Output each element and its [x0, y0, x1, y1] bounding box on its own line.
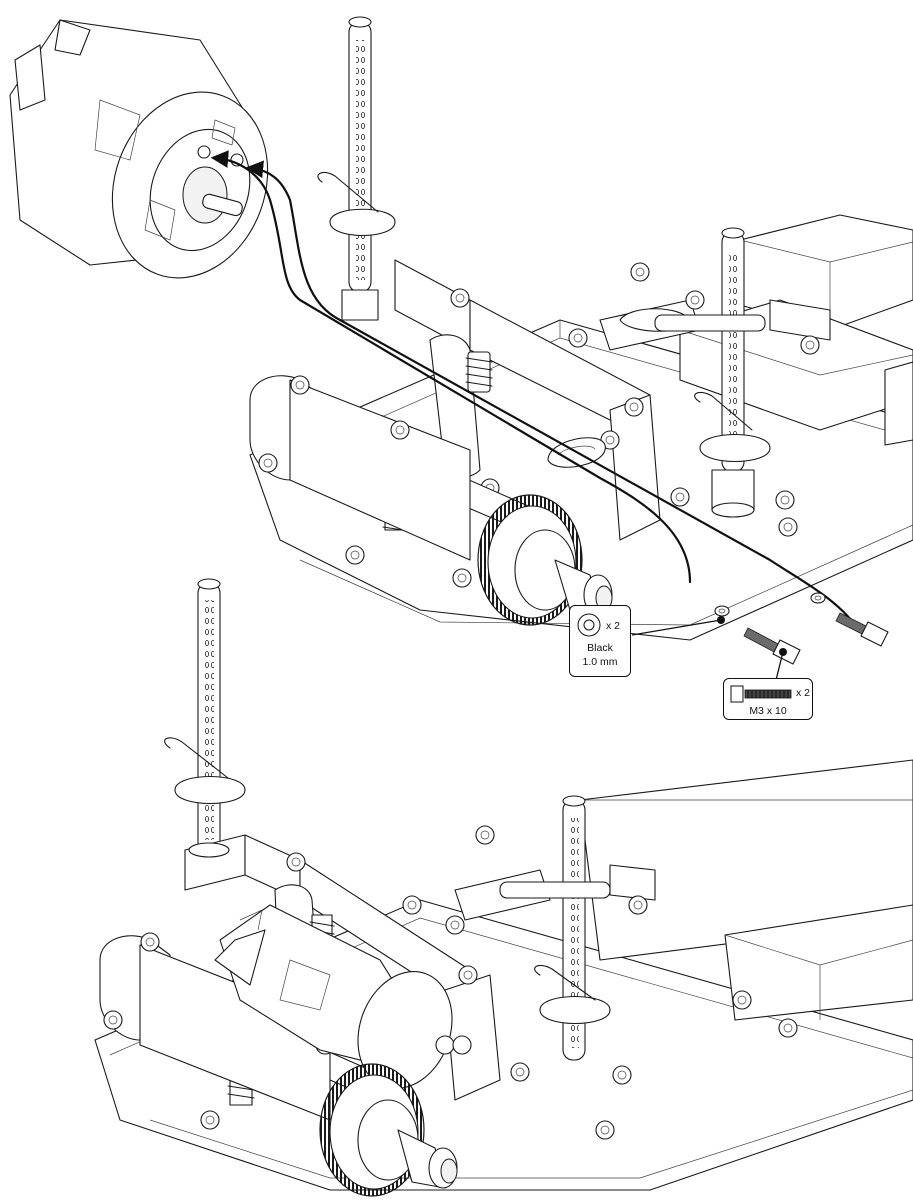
cap-screw-icon: [730, 684, 796, 704]
washer-thickness-label: 1.0 mm: [570, 656, 630, 668]
screw-size-label: M3 x 10: [724, 705, 812, 717]
body-post-front: [318, 17, 395, 320]
bottom-assembly-view: [95, 579, 913, 1196]
washer-quantity: x 2: [606, 620, 620, 632]
washer-color-label: Black: [570, 642, 630, 654]
washer-callout: x 2 Black 1.0 mm: [569, 605, 631, 677]
motor: [10, 20, 293, 300]
screw-quantity: x 2: [796, 687, 810, 699]
screw-callout: x 2 M3 x 10: [723, 678, 813, 720]
washer-icon: [575, 612, 605, 638]
top-assembly-view: [10, 17, 913, 680]
body-post-left-bottom: [165, 579, 245, 890]
